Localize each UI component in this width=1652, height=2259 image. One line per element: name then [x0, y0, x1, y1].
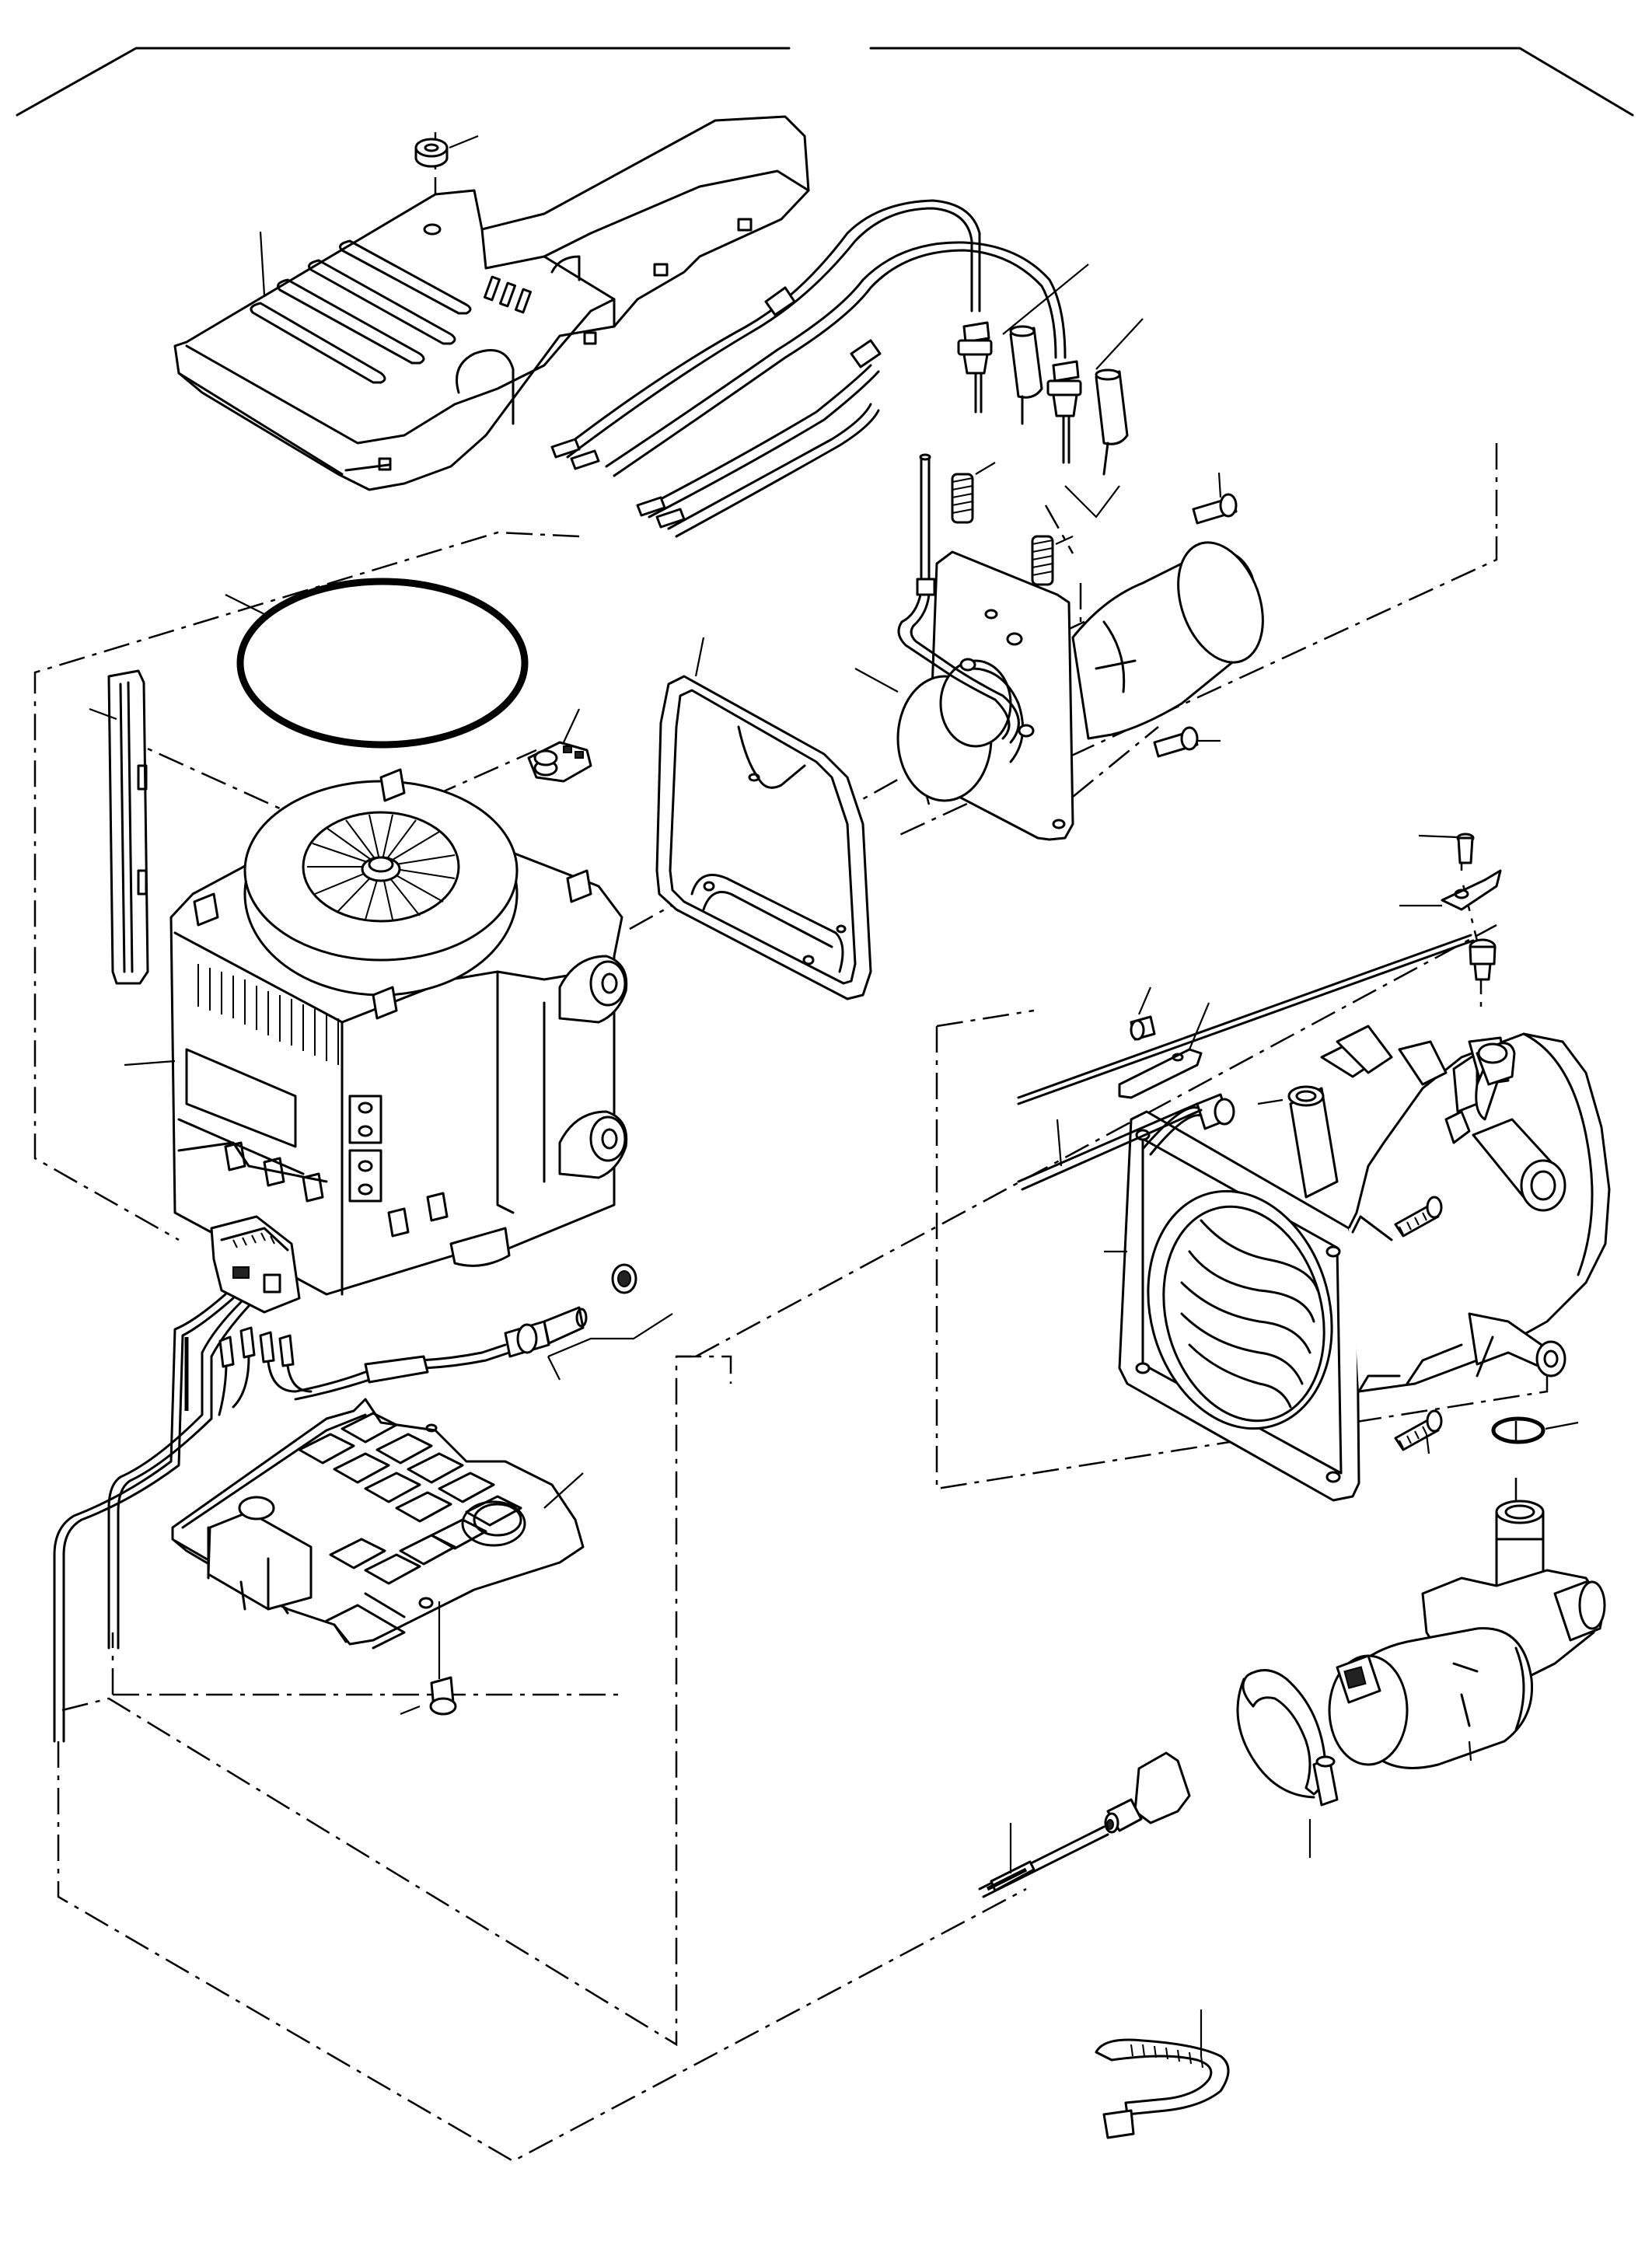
screw-bracket	[1130, 986, 1156, 1041]
sensor-pair	[957, 264, 1144, 518]
bracket-small	[1399, 869, 1502, 911]
glow-pin	[294, 1306, 588, 1401]
screw-small-top	[1418, 833, 1475, 864]
control-unit-with-heat-exchanger-cover	[124, 768, 628, 1296]
nut-cover	[414, 134, 479, 168]
washer-glow-pin	[547, 1263, 673, 1358]
pump-connector-cable	[978, 1751, 1191, 1898]
heat-exchanger	[1104, 1025, 1611, 1502]
screw-heat-exchanger-1	[1394, 1196, 1443, 1238]
spring-pair	[951, 462, 1074, 586]
cable-bundle-left	[53, 1293, 313, 1743]
screw-bottom	[400, 1601, 457, 1716]
o-ring-large	[225, 578, 529, 749]
temperature-sensor	[1141, 1093, 1284, 1156]
circulation-pump	[1328, 1500, 1606, 1769]
frame-lines	[16, 47, 1634, 117]
wiring-harness-connectors	[550, 199, 1067, 538]
screw-motor-bottom	[1153, 726, 1221, 758]
hose-clamp	[1236, 1669, 1339, 1858]
gasket-blower	[655, 637, 872, 1000]
cable-tie	[1095, 2009, 1230, 2139]
o-ring-small	[1491, 1416, 1579, 1444]
bracket-sensor	[1118, 1002, 1210, 1099]
bottom-cover	[171, 1398, 585, 1650]
side-strip	[89, 669, 149, 985]
connector-plug	[210, 1215, 301, 1314]
combustion-air-blower	[854, 453, 1264, 841]
cable-clip	[527, 708, 592, 783]
cover-top	[173, 115, 810, 491]
screw-motor-top	[1192, 472, 1238, 525]
pipe-plug	[1017, 934, 1497, 1105]
wire-sensor	[1017, 1102, 1203, 1191]
screw-heat-exchanger-2	[1394, 1409, 1443, 1454]
